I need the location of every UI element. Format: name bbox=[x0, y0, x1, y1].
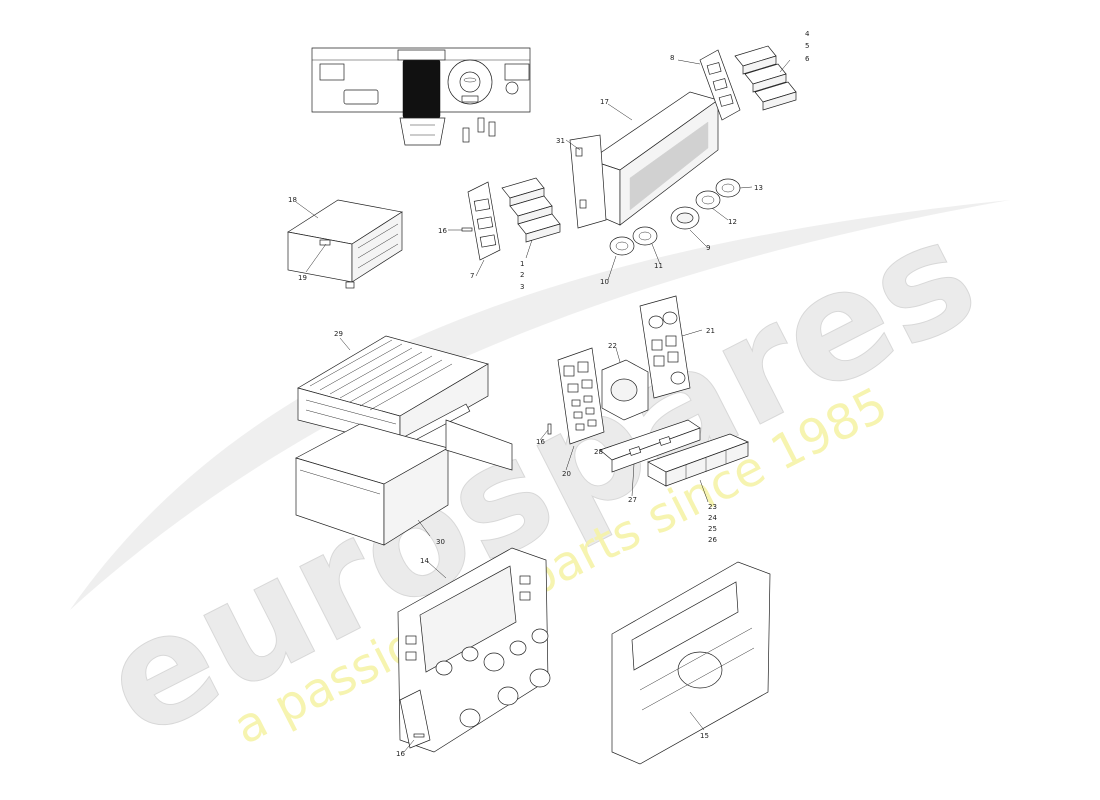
callout-13: 13 bbox=[754, 184, 763, 192]
callout-22: 22 bbox=[608, 342, 617, 350]
part-7-switch-bezel bbox=[467, 181, 501, 261]
callout-1: 1 bbox=[520, 260, 524, 268]
callout-31: 31 bbox=[556, 137, 565, 145]
part-18-module bbox=[287, 199, 403, 289]
part-8-switch-bezel bbox=[699, 49, 741, 121]
callout-28: 28 bbox=[594, 448, 603, 456]
callout-14: 14 bbox=[420, 557, 429, 565]
part-17-display bbox=[569, 91, 719, 229]
callout-23: 23 bbox=[708, 503, 717, 511]
callout-17: 17 bbox=[600, 98, 609, 106]
callout-25: 25 bbox=[708, 525, 717, 533]
callout-19: 19 bbox=[298, 274, 307, 282]
callout-4: 4 bbox=[805, 30, 810, 38]
callout-21: 21 bbox=[706, 327, 715, 335]
callout-27: 27 bbox=[628, 496, 637, 504]
callout-20: 20 bbox=[562, 470, 571, 478]
callout-29: 29 bbox=[334, 330, 343, 338]
callout-8: 8 bbox=[670, 54, 674, 62]
leader-lines bbox=[295, 59, 791, 753]
callout-18: 18 bbox=[288, 196, 297, 204]
part-22-speaker bbox=[601, 359, 649, 421]
switch-bank-23-to-26 bbox=[647, 433, 749, 487]
callout-10: 10 bbox=[600, 278, 609, 286]
callout-16-top: 16 bbox=[438, 227, 447, 235]
callout-30: 30 bbox=[436, 538, 445, 546]
part-21-switch-cluster bbox=[639, 295, 691, 399]
callout-11: 11 bbox=[654, 262, 663, 270]
part-14-console-fascia bbox=[397, 547, 551, 753]
callout-26: 26 bbox=[708, 536, 717, 544]
callout-9: 9 bbox=[706, 244, 710, 252]
screws-16 bbox=[413, 227, 552, 738]
callout-12: 12 bbox=[728, 218, 737, 226]
callout-16-middle: 16 bbox=[536, 438, 545, 446]
dashboard-overview bbox=[311, 47, 531, 146]
part-27-bracket bbox=[599, 419, 701, 473]
callout-2: 2 bbox=[520, 271, 524, 279]
switches-1-2-3 bbox=[501, 177, 561, 243]
callout-6: 6 bbox=[805, 55, 810, 63]
part-20-switch-cluster bbox=[557, 347, 605, 445]
knobs-9-to-13 bbox=[609, 178, 741, 256]
part-15-frame bbox=[611, 561, 771, 765]
callout-labels: 1 2 3 4 5 6 7 8 9 10 11 12 13 14 15 16 1… bbox=[288, 30, 810, 758]
callout-24: 24 bbox=[708, 514, 717, 522]
callout-5: 5 bbox=[805, 42, 809, 50]
callout-16-bottom: 16 bbox=[396, 750, 405, 758]
callout-3: 3 bbox=[520, 283, 524, 291]
callout-15: 15 bbox=[700, 732, 709, 740]
switches-4-5-6 bbox=[734, 45, 797, 111]
callout-7: 7 bbox=[470, 272, 474, 280]
part-30-cage bbox=[295, 419, 513, 546]
